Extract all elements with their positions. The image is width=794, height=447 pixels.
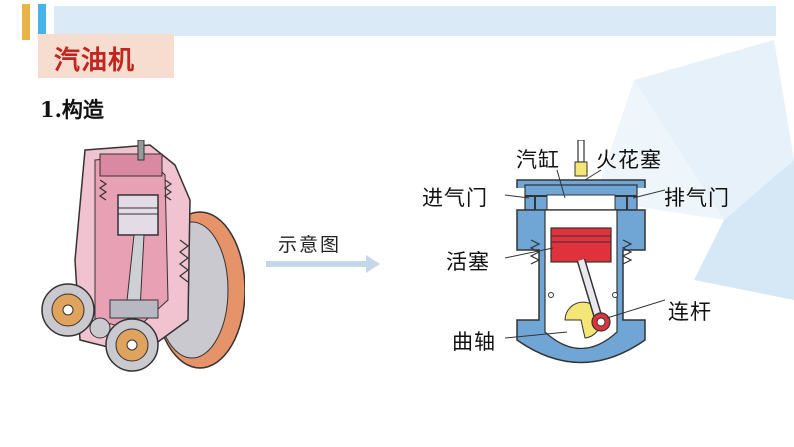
label-cylinder: 汽缸 bbox=[516, 148, 560, 172]
diagram-arrow-label: 示意图 bbox=[278, 234, 342, 256]
label-exhaust-valve: 排气门 bbox=[664, 186, 730, 210]
engine-schematic-diagram bbox=[505, 140, 665, 364]
page-title: 汽油机 bbox=[54, 46, 136, 76]
label-connecting-rod: 连杆 bbox=[668, 300, 712, 324]
top-decoration-bar bbox=[0, 0, 794, 42]
label-piston: 活塞 bbox=[446, 250, 490, 274]
orange-stripe bbox=[22, 4, 30, 40]
title-background bbox=[38, 34, 174, 78]
blue-stripe bbox=[38, 4, 46, 40]
background-polygon-decoration bbox=[594, 40, 794, 300]
label-spark-plug: 火花塞 bbox=[596, 148, 662, 172]
right-arrow-icon bbox=[266, 255, 380, 273]
label-intake-valve: 进气门 bbox=[422, 186, 488, 210]
section-heading: 1.构造 bbox=[40, 97, 104, 122]
label-crankshaft: 曲轴 bbox=[452, 330, 496, 354]
header-band bbox=[54, 6, 776, 36]
engine-cutaway-illustration bbox=[41, 140, 245, 372]
